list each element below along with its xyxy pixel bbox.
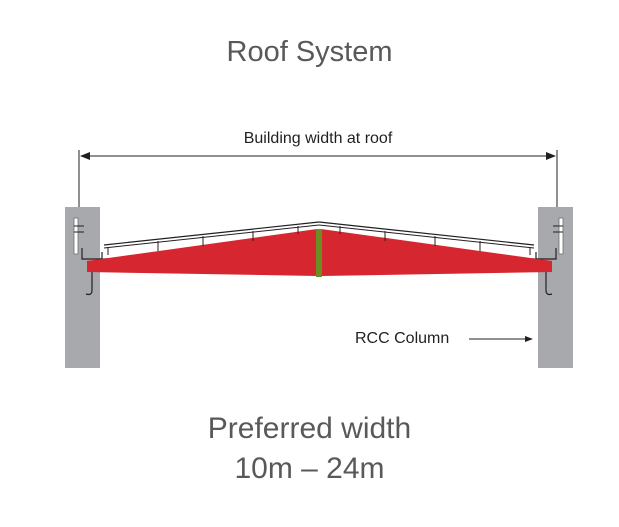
right-column-bracket [558, 217, 564, 255]
left-column [65, 207, 112, 368]
column-callout-arrow-icon [525, 336, 533, 342]
right-column-body [538, 207, 573, 368]
preferred-width-range: 10m – 24m [234, 452, 385, 485]
ridge-plate [316, 229, 322, 277]
roof-sheeting [103, 221, 535, 255]
purlins-right [339, 226, 531, 255]
left-rafter [87, 229, 317, 276]
left-gutter [81, 248, 103, 260]
purlins-left [107, 226, 299, 255]
left-column-bracket [73, 217, 79, 255]
left-anchor-bolt-icon [85, 272, 93, 296]
column-label: RCC Column [355, 330, 449, 347]
right-gutter [535, 248, 557, 260]
right-rafter [321, 229, 552, 276]
preferred-width-heading: Preferred width [207, 412, 412, 445]
right-anchor-bolt-icon [545, 272, 553, 296]
column-callout: RCC Column [355, 330, 533, 347]
right-column [526, 207, 573, 368]
dimension-arrow-right [546, 152, 556, 160]
page-title: Roof System [226, 36, 393, 68]
width-dimension: Building width at roof [78, 130, 558, 212]
left-column-body [65, 207, 100, 368]
dimension-arrow-left [80, 152, 90, 160]
dimension-label: Building width at roof [244, 130, 393, 147]
